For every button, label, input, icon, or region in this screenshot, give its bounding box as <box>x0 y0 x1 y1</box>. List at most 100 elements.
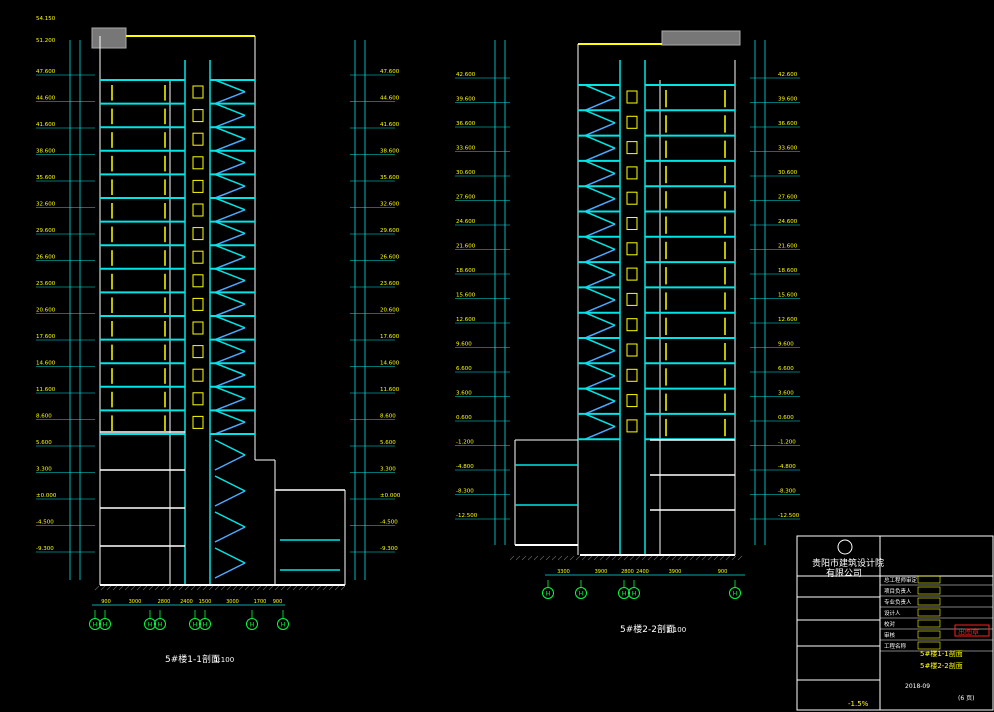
left-stair-flight <box>214 161 246 176</box>
watermark-text: -1.5% <box>848 700 869 708</box>
ground-hatch <box>286 585 292 591</box>
right-door <box>626 419 638 433</box>
axis-bubble-label: H <box>622 591 627 598</box>
right-door <box>626 343 638 357</box>
title-block: 贵阳市建筑设计院 有限公司 总工程师审定项目负责人专业负责人设计人校对审核工程名… <box>796 535 994 711</box>
stamp-text: 出图章 <box>958 627 979 636</box>
right-elevation-label-right: 18.600 <box>778 268 798 274</box>
axis-bubble <box>189 618 201 630</box>
right-stair-flight <box>584 261 616 276</box>
left-bottom-dim: 3000 <box>129 599 142 605</box>
ground-hatch <box>509 555 515 561</box>
company-name-line2: 有限公司 <box>826 567 862 579</box>
right-stair-flight <box>584 134 616 149</box>
title-block-row-label: 总工程师审定 <box>884 576 918 584</box>
axis-bubble-label: H <box>148 622 153 629</box>
ground-hatch <box>190 585 196 591</box>
left-door <box>192 132 204 146</box>
right-elevation-label-right: -8.300 <box>778 489 796 495</box>
ground-hatch <box>220 585 226 591</box>
title-block-row-label: 项目负责人 <box>884 587 912 595</box>
title-block-signature <box>917 575 941 584</box>
right-elevation-label: 0.600 <box>456 415 472 421</box>
right-door <box>626 267 638 281</box>
left-elevation-label-right: 11.600 <box>380 387 400 393</box>
ground-hatch <box>292 585 298 591</box>
left-door <box>192 392 204 406</box>
right-door <box>626 242 638 256</box>
right-door <box>626 217 638 230</box>
left-door <box>192 274 204 288</box>
axis-bubble <box>542 587 554 599</box>
right-door <box>626 318 638 332</box>
left-door <box>192 203 204 217</box>
right-stair-flight <box>584 413 616 428</box>
ground-hatch <box>689 555 695 561</box>
ground-hatch <box>569 555 575 561</box>
left-elevation-label: 47.600 <box>36 69 56 75</box>
left-building-section <box>91 27 346 591</box>
right-elevation-label-right: -12.500 <box>778 513 800 519</box>
axis-bubble-label: H <box>193 622 198 629</box>
ground-hatch <box>322 585 328 591</box>
right-elevation-label-right: 6.600 <box>778 366 794 372</box>
ground-hatch <box>148 585 154 591</box>
ground-hatch <box>280 585 286 591</box>
right-elevation-label-right: 24.600 <box>778 219 798 225</box>
ground-hatch <box>563 555 569 561</box>
right-stair-flight <box>584 185 616 200</box>
right-roof-parapet <box>661 30 741 46</box>
left-elevation-label-right: ±0.000 <box>380 493 401 499</box>
title-block-signature <box>917 608 941 617</box>
left-stair-flight <box>214 409 246 423</box>
drawing-name-1: 5#楼1-1剖面 <box>920 649 963 658</box>
ground-hatch <box>244 585 250 591</box>
left-door <box>192 109 204 123</box>
axis-bubble-label: H <box>93 622 98 629</box>
left-stair-flight <box>214 209 246 223</box>
ground-hatch <box>94 585 100 591</box>
ground-hatch <box>557 555 563 561</box>
left-elevation-label: ±0.000 <box>36 493 57 499</box>
right-elevation-label: 33.600 <box>456 146 476 152</box>
axis-bubble <box>144 618 156 630</box>
right-elevation-label-right: 39.600 <box>778 97 798 103</box>
right-elevation-label-right: 3.600 <box>778 391 794 397</box>
ground-hatch <box>316 585 322 591</box>
right-elevation-label-right: 33.600 <box>778 146 798 152</box>
footer-date: 2018-09 <box>905 683 930 690</box>
right-bottom-dim: 2800 <box>621 569 634 575</box>
left-bottom-dim: 2400 <box>180 599 193 605</box>
ground-hatch <box>581 555 587 561</box>
right-elevation-label-right: 12.600 <box>778 317 798 323</box>
right-elevation-label: 39.600 <box>456 97 476 103</box>
ground-hatch <box>184 585 190 591</box>
right-stair-flight <box>584 160 616 175</box>
right-door <box>626 292 638 306</box>
ground-hatch <box>641 555 647 561</box>
ground-hatch <box>130 585 136 591</box>
ground-hatch <box>713 555 719 561</box>
left-bottom-dim: 1700 <box>254 599 267 605</box>
ground-hatch <box>214 585 220 591</box>
right-elevation-label: 27.600 <box>456 195 476 201</box>
right-building-section <box>509 30 743 561</box>
left-elevation-label-right: 3.300 <box>380 467 396 473</box>
title-block-signature <box>917 630 941 639</box>
ground-hatch <box>262 585 268 591</box>
ground-hatch <box>142 585 148 591</box>
right-door <box>626 394 638 408</box>
left-elevation-label-right: -9.300 <box>380 546 398 552</box>
axis-bubble-label: H <box>632 591 637 598</box>
left-elevation-label-right: 41.600 <box>380 122 400 128</box>
right-stair-flight <box>584 299 616 314</box>
ground-hatch <box>575 555 581 561</box>
ground-hatch <box>665 555 671 561</box>
right-stair-flight <box>584 400 616 415</box>
right-section-title: 5#楼2-2剖面 <box>620 623 675 635</box>
right-section-scale: 1:100 <box>666 626 686 634</box>
title-block-row-label: 工程名称 <box>884 642 907 650</box>
right-door <box>626 166 638 180</box>
